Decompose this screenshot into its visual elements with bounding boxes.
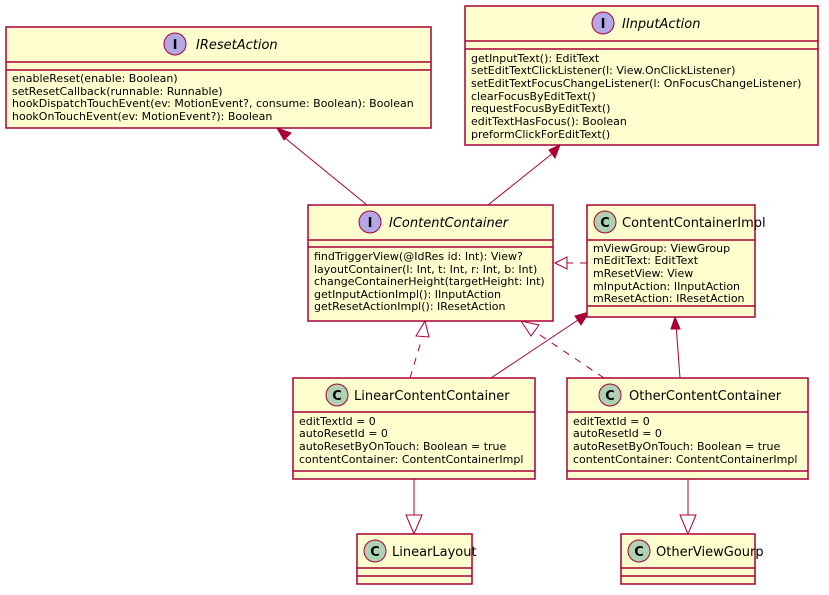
member: setEditTextClickListener(l: View.OnClick… [471, 64, 735, 77]
interface-badge-letter: I [173, 38, 178, 53]
member: mViewGroup: ViewGroup [593, 242, 730, 255]
class-ireset: I IResetAction enableReset(enable: Boole… [5, 26, 432, 129]
member: editTextHasFocus(): Boolean [471, 115, 627, 128]
arrowhead-linearlayout [405, 514, 423, 536]
arrowhead-icontent-realize [553, 256, 568, 270]
member: mInputAction: IInputAction [593, 280, 740, 293]
member: hookOnTouchEvent(ev: MotionEvent?): Bool… [12, 110, 272, 123]
member: enableReset(enable: Boolean) [12, 72, 178, 85]
class-badge-letter: C [600, 216, 610, 231]
interface-icon [163, 32, 187, 56]
class-name: OtherViewGourp [656, 545, 764, 560]
interface-icon [591, 11, 615, 35]
interface-badge-letter: I [601, 17, 606, 32]
member: autoResetByOnTouch: Boolean = true [299, 440, 507, 453]
class-badge-letter: C [332, 389, 342, 404]
member: contentContainer: ContentContainerImpl [573, 453, 797, 466]
class-icon [598, 383, 622, 407]
arrowhead-otherview [679, 514, 697, 536]
class-icon [593, 210, 617, 234]
edge-other-to-impl [675, 323, 681, 379]
member: autoResetByOnTouch: Boolean = true [573, 440, 781, 453]
class-name: OtherContentContainer [629, 389, 782, 404]
member: preformClickForEditText() [471, 128, 610, 141]
member: changeContainerHeight(targetHeight: Int) [314, 275, 545, 288]
class-linearlayout: C LinearLayout [356, 533, 477, 585]
member: clearFocusByEditText() [471, 90, 596, 103]
interface-badge-letter: I [368, 216, 373, 231]
member: mResetView: View [593, 267, 693, 280]
class-icon [627, 539, 651, 563]
member: editTextId = 0 [573, 415, 650, 428]
member: getInputActionImpl(): IInputAction [314, 288, 501, 301]
class-icon [363, 539, 387, 563]
edge-icontent-to-ireset [284, 137, 368, 206]
member: mResetAction: IResetAction [593, 292, 745, 305]
class-badge-letter: C [370, 545, 380, 560]
arrowhead-other-realize [519, 320, 540, 337]
member: setResetCallback(runnable: Runnable) [12, 85, 223, 98]
member: autoResetId = 0 [573, 427, 662, 440]
member: editTextId = 0 [299, 415, 376, 428]
member: findTriggerView(@IdRes id: Int): View? [314, 250, 523, 263]
class-impl: C ContentContainerImpl mViewGroup: ViewG… [586, 204, 766, 318]
edges [275, 127, 697, 536]
arrowhead-iinput [548, 144, 561, 160]
class-name: LinearLayout [392, 545, 477, 560]
class-icon [325, 383, 349, 407]
member: getResetActionImpl(): IResetAction [314, 300, 505, 313]
arrowhead-ireset [275, 127, 292, 141]
member: contentContainer: ContentContainerImpl [299, 453, 523, 466]
member: layoutContainer(l: Int, t: Int, r: Int, … [314, 263, 537, 276]
class-name: IInputAction [622, 17, 700, 32]
class-icontent: I IContentContainer findTriggerView(@IdR… [307, 204, 554, 322]
class-otherview: C OtherViewGourp [620, 533, 764, 585]
class-badge-letter: C [605, 389, 615, 404]
class-name: ContentContainerImpl [622, 216, 766, 231]
arrowhead-linear-realize [415, 319, 430, 338]
interface-icon [358, 210, 382, 234]
edge-other-realizes-icontent [533, 330, 605, 379]
member: setEditTextFocusChangeListener(l: OnFocu… [471, 77, 801, 90]
edge-linear-to-impl [490, 317, 582, 379]
member: requestFocusByEditText() [471, 102, 610, 115]
edge-icontent-to-iinput [487, 152, 554, 206]
class-name: IResetAction [196, 38, 278, 53]
arrowhead-impl-from-other [670, 315, 681, 330]
class-linear: C LinearContentContainer editTextId = 0 … [292, 377, 536, 480]
edge-linear-realizes-icontent [409, 337, 423, 379]
class-badge-letter: C [634, 545, 644, 560]
class-name: IContentContainer [389, 216, 510, 231]
member: getInputText(): EditText [471, 52, 600, 65]
member: autoResetId = 0 [299, 427, 388, 440]
class-other: C OtherContentContainer editTextId = 0 a… [566, 377, 809, 480]
member: mEditText: EditText [593, 254, 699, 267]
class-iinput: I IInputAction getInputText(): EditText … [464, 5, 819, 146]
class-name: LinearContentContainer [354, 389, 510, 404]
member: hookDispatchTouchEvent(ev: MotionEvent?,… [12, 97, 414, 110]
arrowhead-impl-from-linear [574, 311, 591, 326]
